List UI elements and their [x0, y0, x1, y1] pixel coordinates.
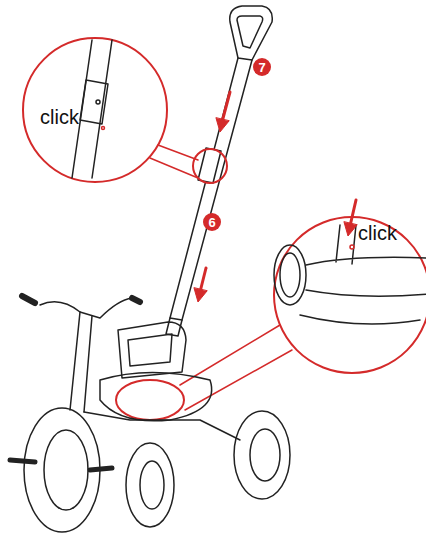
zoomed-hub: [274, 245, 306, 305]
zoom-circle: [23, 38, 167, 182]
zoom-target: [116, 380, 184, 420]
zoomed-hub-inner: [280, 253, 300, 297]
grips: [22, 296, 140, 303]
lock-pin: [96, 100, 100, 104]
direction-arrows: [194, 92, 357, 302]
frame: [84, 412, 240, 440]
zoomed-joint: [80, 80, 108, 124]
rear-wheel-left: [126, 443, 174, 527]
zoom-circle: [274, 217, 426, 373]
zoom-leader: [180, 325, 292, 410]
callout-number: 7: [253, 58, 271, 76]
handle-grip-hole: [237, 16, 263, 48]
push-handle: [230, 6, 273, 60]
bar-end: [166, 318, 182, 336]
lock-hole: [350, 245, 354, 249]
front-wheel-rim: [44, 430, 88, 510]
seat-body: [100, 373, 212, 421]
handlebar: [40, 298, 132, 318]
seat-back: [118, 322, 186, 378]
rear-wheel-left-rim: [140, 461, 164, 509]
click-label: click: [356, 222, 399, 245]
rear-wheel-right-rim: [250, 429, 280, 481]
zoom-target: [193, 149, 227, 183]
click-label: click: [38, 106, 81, 129]
rear-wheel-right: [234, 411, 290, 499]
front-fork: [70, 312, 92, 412]
push-bar: [170, 58, 252, 320]
seat-back-window: [128, 334, 172, 366]
callout-number: 6: [203, 213, 221, 231]
zoom-leader: [150, 145, 198, 178]
lock-hole: [102, 127, 105, 130]
bar-joint: [198, 148, 221, 183]
pedals: [10, 460, 112, 470]
